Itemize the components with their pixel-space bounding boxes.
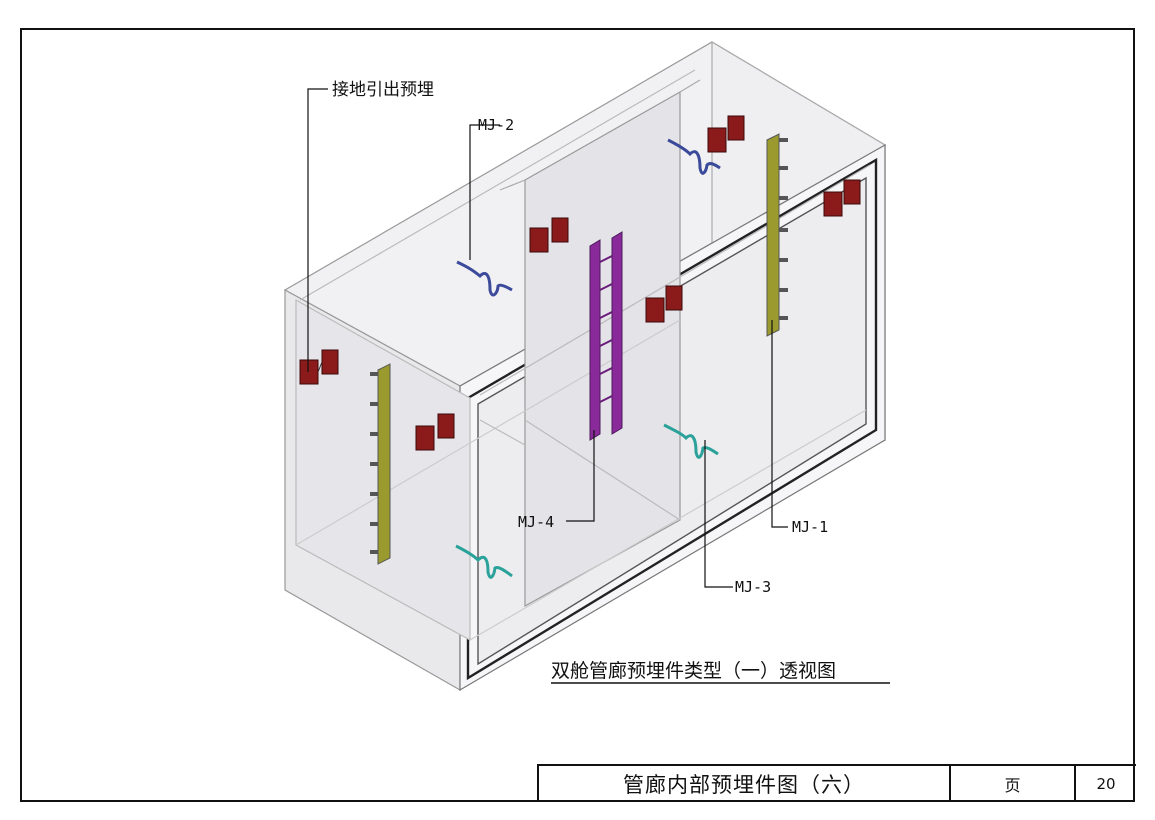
plate-1 [299, 349, 339, 385]
label-mj2: MJ-2 [478, 116, 514, 134]
plate-2 [415, 413, 455, 451]
label-mj4: MJ-4 [518, 513, 554, 531]
plate-4 [645, 285, 683, 323]
label-mj1: MJ-1 [792, 518, 828, 536]
page-label: 页 [951, 766, 1076, 802]
plate-3 [529, 217, 569, 253]
embedded-plates [299, 115, 861, 451]
anchor-channel-left [370, 363, 391, 565]
rebar-mj2-right [667, 138, 721, 175]
cable-ladder-mj4 [589, 231, 623, 441]
drawing-title: 管廊内部预埋件图（六） [539, 766, 951, 802]
gallery-box [283, 40, 887, 692]
rebar-mj3-front [663, 423, 719, 459]
rebar-mj2-left [456, 260, 513, 297]
label-grounding: 接地引出预埋 [332, 80, 434, 100]
label-mj3: MJ-3 [735, 578, 771, 596]
leader-lines [307, 88, 788, 588]
drawing-frame [20, 28, 1135, 802]
page-number: 20 [1096, 775, 1116, 793]
anchor-channel-mj1 [766, 133, 788, 337]
drawing-caption: 双舱管廊预埋件类型（一）透视图 [551, 660, 836, 682]
rebar-floor [455, 544, 513, 579]
plate-5 [707, 115, 745, 153]
plate-6 [823, 179, 861, 217]
title-block: 管廊内部预埋件图（六） 页 20 [537, 764, 1136, 802]
